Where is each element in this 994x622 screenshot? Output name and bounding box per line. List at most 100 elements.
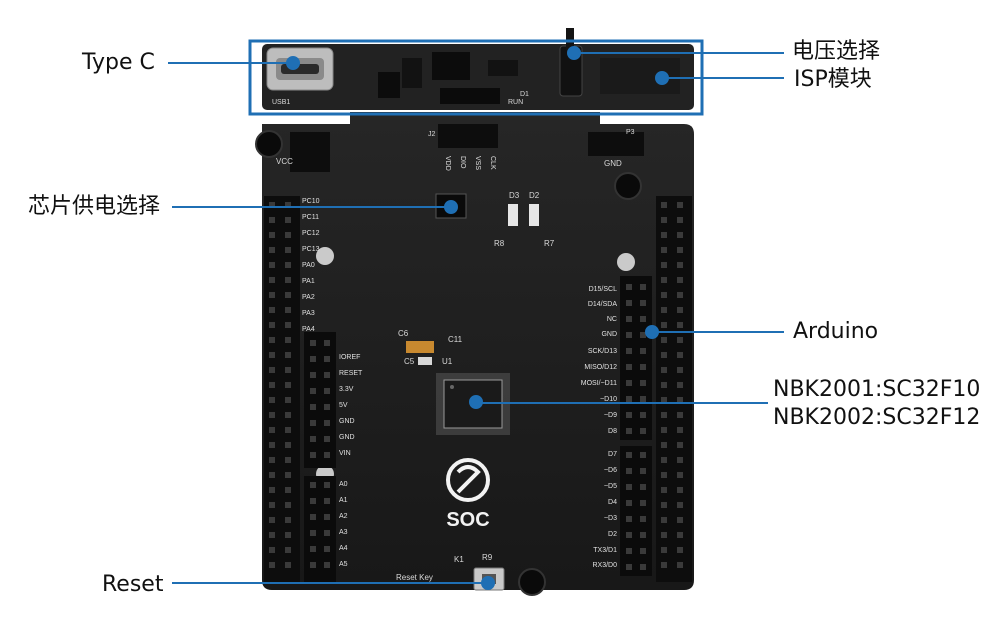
header-pin [677,427,683,433]
callout-reset: Reset [102,572,164,597]
header-pin [324,514,330,520]
header-pin [285,202,291,208]
header-pin [310,340,316,346]
header-pin [626,412,632,418]
digital-pin-label: D7 [608,451,617,458]
header-pin [661,277,667,283]
header-pin [285,277,291,283]
left-io-pin-label: PC13 [302,246,320,253]
header-pin [285,457,291,463]
header-pin [269,232,275,238]
header-pin [269,472,275,478]
header-pin [626,532,632,538]
digital-low-labels: D7 ~D6 ~D5 D4 ~D3 D2 TX3/D1 RX3/D0 [592,451,617,569]
header-pin [285,487,291,493]
header-pin [285,472,291,478]
header-pin [677,517,683,523]
header-pin [285,367,291,373]
header-pin [626,284,632,290]
digital-pin-label: ~D10 [600,396,617,403]
r8-label: R8 [494,239,505,248]
header-pin [324,452,330,458]
header-pin [310,482,316,488]
header-pin [269,382,275,388]
header-pin [285,307,291,313]
header-pin [640,548,646,554]
header-pin [677,322,683,328]
header-pin [626,396,632,402]
header-pin [310,436,316,442]
header-pin [640,396,646,402]
header-pin [677,457,683,463]
d3-label: D3 [509,191,520,200]
analog-header-labels: A0 A1 A2 A3 A4 A5 [339,481,348,568]
header-pin [285,547,291,553]
header-pin [640,412,646,418]
j2-pin-label: VDD [444,156,451,171]
left-io-pin-label: PC12 [302,230,320,237]
header-pin [310,546,316,552]
k1-label: K1 [454,555,464,564]
header-pin [310,514,316,520]
digital-pin-label: ~D3 [604,515,617,522]
header-pin [285,517,291,523]
usb1-label: USB1 [272,99,290,106]
header-pin [640,332,646,338]
header-pin [269,352,275,358]
header-pin [640,380,646,386]
header-pin [661,367,667,373]
digital-pin-label: NC [607,316,617,323]
callout-mcu-line2: NBK2002:SC32F12 [773,405,981,430]
header-pin [285,217,291,223]
header-pin [661,232,667,238]
header-pin [626,348,632,354]
j2-label: J2 [428,131,436,138]
header-pin [677,307,683,313]
header-pin [661,487,667,493]
soc-logo: SOC [446,458,490,531]
left-io-pin-label: PA1 [302,278,315,285]
header-pin [661,442,667,448]
c6-label: C6 [398,329,409,338]
header-pin [269,247,275,253]
header-pin [269,397,275,403]
callout-arduino: Arduino [793,319,879,344]
header-pin [310,372,316,378]
header-pin [310,562,316,568]
header-pin [677,367,683,373]
header-pin [626,548,632,554]
callout-chip-power-select: 芯片供电选择 [28,194,161,219]
header-pin [677,247,683,253]
analog-pin-label: A2 [339,513,348,520]
header-pin [310,452,316,458]
mount-screw-top-right [614,172,642,200]
left-io-labels: PC10 PC11 PC12 PC13 PA0 PA1 PA2 PA3 PA4 [302,198,320,333]
header-pin [661,547,667,553]
analog-pin-label: A3 [339,529,348,536]
header-pin [269,262,275,268]
header-pin [626,484,632,490]
header-pin [677,442,683,448]
power-pin-label: VIN [339,450,351,457]
header-pin [677,232,683,238]
header-pin [285,262,291,268]
header-pin [677,202,683,208]
header-pin [640,452,646,458]
header-pin [626,468,632,474]
header-pin [661,217,667,223]
header-pin [269,562,275,568]
header-pin [661,352,667,358]
header-pin [285,352,291,358]
header-pin [661,382,667,388]
digital-pin-label: D15/SCL [589,286,618,293]
header-pin [677,547,683,553]
header-pin [269,277,275,283]
header-pin [677,277,683,283]
p3-label: P3 [626,129,635,136]
header-pin [269,547,275,553]
header-pin [661,397,667,403]
digital-high-labels: D15/SCL D14/SDA NC GND SCK/D13 MISO/D12 … [581,286,618,435]
header-pin [661,202,667,208]
header-pin [677,472,683,478]
header-pin [661,532,667,538]
